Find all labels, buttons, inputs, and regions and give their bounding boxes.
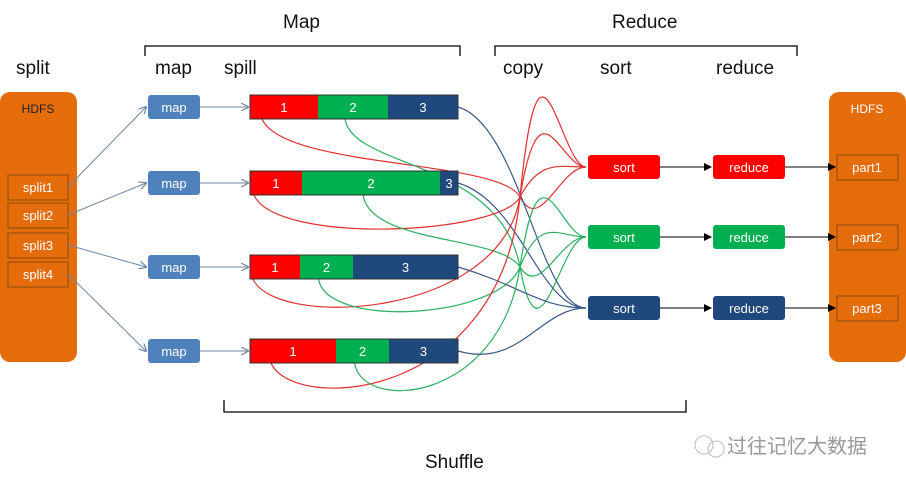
watermark: 过往记忆大数据 <box>694 435 867 458</box>
partition-label: 2 <box>323 260 330 275</box>
partition-label: 1 <box>280 100 287 115</box>
sort-task-label: sort <box>613 230 635 245</box>
heading-reduce: reduce <box>716 58 774 79</box>
split-box <box>7 202 69 229</box>
spill-partition <box>440 171 458 195</box>
partition-label: 3 <box>419 100 426 115</box>
partition-label: 1 <box>272 176 279 191</box>
spill-buffer <box>249 170 459 196</box>
split-arrow <box>67 107 146 188</box>
shuffle-curve <box>270 96 587 389</box>
split-label: split2 <box>23 208 53 223</box>
map-task-label: map <box>161 260 186 275</box>
shuffle-curve <box>457 307 587 355</box>
heading-split: split <box>16 58 51 79</box>
map-task <box>148 339 200 363</box>
split-label: split4 <box>23 267 53 282</box>
shuffle-curve <box>457 106 587 309</box>
spill-partition <box>250 171 302 195</box>
hdfs-left-title: HDFS <box>22 102 55 116</box>
split-arrow <box>67 244 146 267</box>
reduce-task <box>713 155 785 179</box>
shuffle-curve <box>317 231 587 313</box>
spill-buffer <box>249 254 459 280</box>
shuffle-curve <box>261 118 587 209</box>
split-box <box>7 174 69 201</box>
spill-buffer <box>249 338 459 364</box>
spill-partition <box>353 255 458 279</box>
split-arrow <box>67 273 146 351</box>
spill-buffer <box>249 94 459 120</box>
shuffle-curves <box>252 96 587 392</box>
partition-label: 2 <box>349 100 356 115</box>
part-file-label: part3 <box>852 301 882 316</box>
map-task <box>148 255 200 279</box>
heading-spill: spill <box>224 58 257 79</box>
spill-partition <box>336 339 389 363</box>
sort-task-label: sort <box>613 301 635 316</box>
spill-partition <box>250 255 300 279</box>
shuffle-curve <box>353 197 587 392</box>
shuffle-curve <box>457 182 587 309</box>
spill-partition <box>389 339 458 363</box>
map-task <box>148 95 200 119</box>
heading-map-phase: Map <box>283 12 320 33</box>
spill-partition <box>250 339 336 363</box>
part-file <box>836 154 899 181</box>
braces <box>144 45 798 413</box>
spill-partition <box>388 95 458 119</box>
reduce-task-label: reduce <box>729 160 769 175</box>
heading-reduce-phase: Reduce <box>612 12 678 33</box>
spill-partition <box>318 95 388 119</box>
split-label: split1 <box>23 180 53 195</box>
sort-task-label: sort <box>613 160 635 175</box>
part-file <box>836 295 899 322</box>
shuffle-curve <box>344 118 587 309</box>
spill-partition <box>300 255 353 279</box>
partition-label: 3 <box>445 176 452 191</box>
spill-partition <box>250 95 318 119</box>
partition-label: 2 <box>359 344 366 359</box>
reduce-brace <box>494 45 798 56</box>
shuffle-curve <box>362 194 587 277</box>
reduce-task-label: reduce <box>729 301 769 316</box>
partition-label: 3 <box>402 260 409 275</box>
map-task-label: map <box>161 344 186 359</box>
watermark-text: 过往记忆大数据 <box>727 435 867 458</box>
heading-shuffle: Shuffle <box>425 452 484 473</box>
shuffle-curve <box>252 133 587 308</box>
map-task <box>148 171 200 195</box>
shuffle-curve <box>253 165 587 230</box>
reduce-task <box>713 225 785 249</box>
map-task-label: map <box>161 100 186 115</box>
split-arrow <box>67 183 146 216</box>
split-label: split3 <box>23 238 53 253</box>
reduce-task <box>713 296 785 320</box>
hdfs-right-title: HDFS <box>851 102 884 116</box>
map-brace <box>144 45 461 56</box>
shuffle-brace <box>223 400 687 413</box>
sort-task <box>588 225 660 249</box>
heading-map: map <box>155 58 192 79</box>
heading-sort: sort <box>600 58 632 79</box>
partition-label: 2 <box>367 176 374 191</box>
shuffle-curve <box>457 266 587 309</box>
heading-copy: copy <box>503 58 544 79</box>
part-file <box>836 224 899 251</box>
part-file-label: part1 <box>852 160 882 175</box>
sort-task <box>588 296 660 320</box>
partition-label: 1 <box>289 344 296 359</box>
reduce-task-label: reduce <box>729 230 769 245</box>
partition-label: 3 <box>420 344 427 359</box>
sort-task <box>588 155 660 179</box>
partition-label: 1 <box>271 260 278 275</box>
map-task-label: map <box>161 176 186 191</box>
spill-partition <box>302 171 440 195</box>
part-file-label: part2 <box>852 230 882 245</box>
